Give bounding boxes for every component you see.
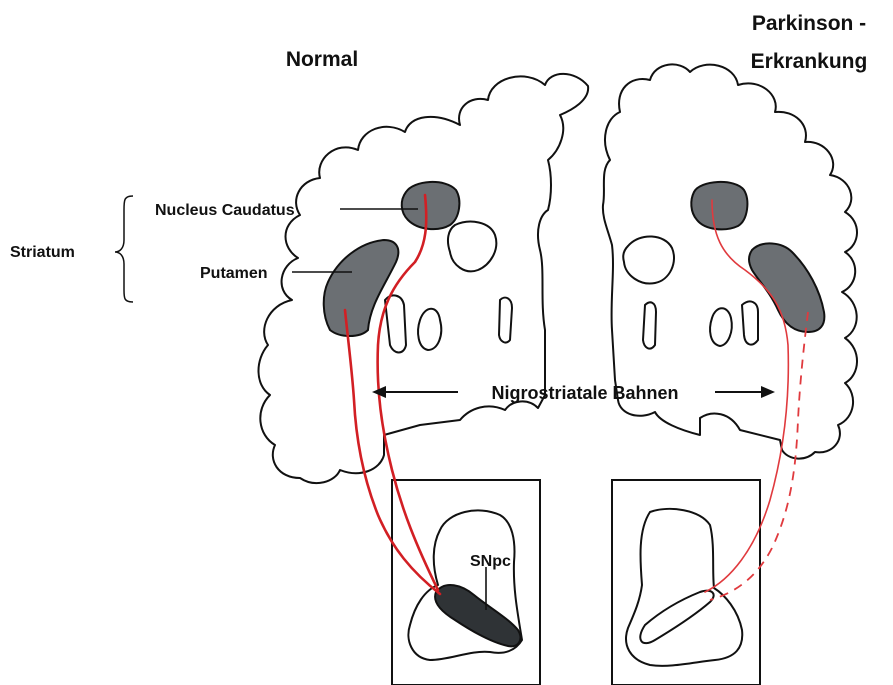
striatum-label: Striatum [10, 244, 75, 261]
normal-inner-structure-2 [418, 309, 441, 350]
putamen-label: Putamen [200, 265, 268, 282]
parkinson-inner-structure-1 [643, 302, 656, 348]
normal-title: Normal [286, 48, 358, 71]
snpc-label: SNpc [470, 553, 511, 570]
parkinson-nucleus-caudatus-shape [691, 182, 747, 229]
normal-inner-structure-3 [499, 298, 512, 343]
parkinson-inner-structure-2 [710, 308, 732, 346]
normal-hemisphere-outline [258, 74, 588, 483]
normal-nucleus-caudatus-shape [402, 182, 460, 229]
parkinson-title-line2: Erkrankung [751, 50, 868, 73]
pathways-label: Nigrostriatale Bahnen [491, 383, 678, 403]
striatum-brace [115, 196, 133, 302]
parkinson-title-line1: Parkinson - [752, 12, 866, 35]
parkinson-inner-structure-3 [742, 301, 758, 344]
parkinson-ventricle-left [623, 236, 674, 283]
nucleus-caudatus-label: Nucleus Caudatus [155, 202, 295, 219]
